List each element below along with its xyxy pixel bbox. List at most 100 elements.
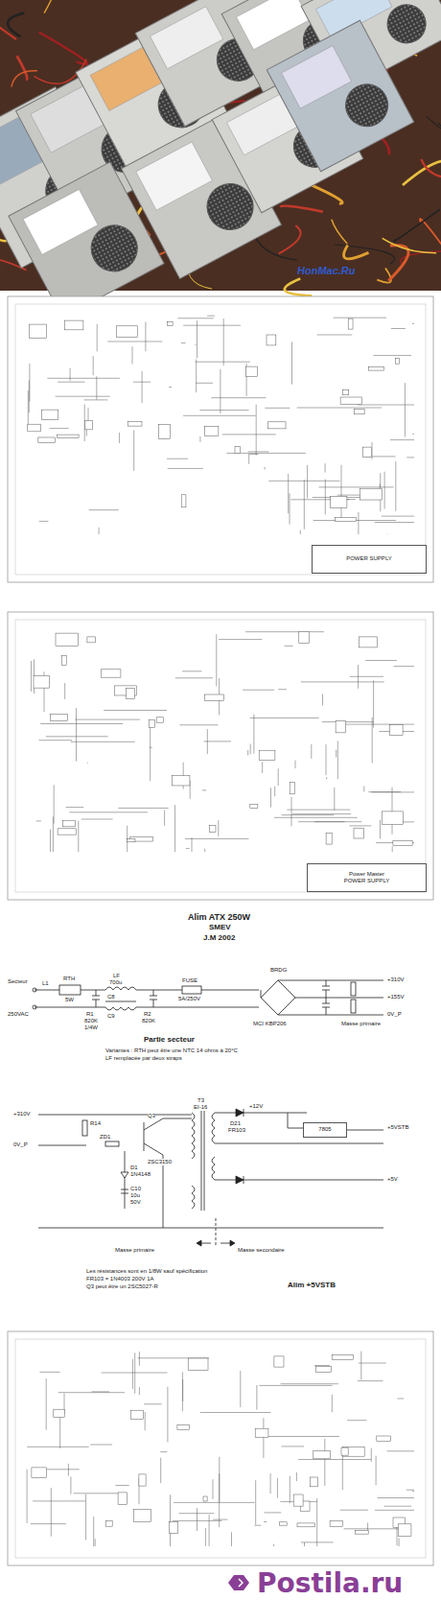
component-symbol bbox=[279, 1521, 287, 1525]
cable bbox=[44, 0, 54, 14]
psu-photo bbox=[0, 0, 441, 318]
component-symbol bbox=[65, 320, 84, 330]
schematic-label: ZD1 bbox=[99, 1133, 111, 1140]
schematic-wiring bbox=[31, 630, 416, 852]
component-symbol bbox=[353, 827, 365, 838]
component-symbol bbox=[289, 781, 295, 793]
component-symbol bbox=[57, 828, 77, 835]
schematic-label: Variantes : RTH peut être une NTC 14 ohm… bbox=[105, 1046, 238, 1054]
schematic-label: L1 bbox=[42, 979, 49, 987]
component-symbol bbox=[274, 1355, 284, 1367]
component-symbol bbox=[203, 1495, 208, 1501]
component-symbol bbox=[181, 494, 186, 508]
component-symbol bbox=[139, 1473, 146, 1486]
schematic-label: Masse primaire bbox=[341, 1020, 381, 1027]
psu-sticker bbox=[149, 6, 223, 70]
component-symbol bbox=[125, 688, 135, 699]
component-symbol bbox=[57, 434, 80, 438]
component-symbol bbox=[325, 832, 332, 844]
component-symbol bbox=[156, 717, 163, 722]
regulator-box: 7805 bbox=[302, 1121, 348, 1138]
schematic-label: D21 bbox=[230, 1119, 241, 1127]
schematic-border bbox=[15, 303, 426, 575]
schematic-label: 5W bbox=[65, 996, 74, 1003]
site-watermark: Postila.ru bbox=[256, 1568, 403, 1599]
component-symbol bbox=[168, 1521, 178, 1533]
schematic-label: +155V bbox=[387, 993, 405, 1000]
schematic-label: R14 bbox=[90, 1119, 101, 1127]
component-symbol bbox=[335, 517, 357, 522]
cable bbox=[382, 237, 437, 253]
cable bbox=[284, 278, 312, 297]
cable bbox=[11, 70, 38, 88]
schematic-label: Secteur bbox=[7, 977, 28, 985]
schematic-label: 10u bbox=[130, 1191, 140, 1199]
component-symbol bbox=[316, 1365, 332, 1371]
component-symbol bbox=[299, 630, 310, 643]
cable bbox=[420, 159, 441, 178]
component-symbol bbox=[62, 819, 75, 827]
component-symbol bbox=[27, 423, 42, 432]
cable bbox=[39, 32, 89, 65]
component-symbol bbox=[53, 1408, 65, 1417]
cable bbox=[419, 218, 441, 252]
schematic-label: Masse primaire bbox=[115, 1246, 155, 1254]
component-symbol bbox=[330, 496, 348, 509]
component-symbol bbox=[363, 446, 372, 457]
schematic-label: RTH bbox=[63, 974, 75, 982]
component-symbol bbox=[134, 1508, 152, 1522]
component-symbol bbox=[33, 674, 50, 688]
component-symbol bbox=[148, 719, 155, 727]
schematic-label: FR103 bbox=[228, 1126, 246, 1134]
cable bbox=[402, 161, 441, 186]
component-symbol bbox=[341, 1446, 349, 1455]
component-symbol bbox=[331, 1353, 354, 1359]
schematic-label: LF bbox=[113, 972, 120, 979]
schematic-label: 0V_P bbox=[13, 1140, 28, 1148]
component-symbol bbox=[127, 421, 142, 427]
schematic-label: +5V bbox=[387, 1175, 398, 1183]
schematic-label: Les résistances sont en 1/8W sauf spécif… bbox=[86, 1267, 208, 1275]
schematic-label: 700u bbox=[109, 978, 122, 986]
component-symbol bbox=[353, 408, 365, 414]
cable bbox=[7, 13, 24, 38]
heading-label: Alim ATX 250W bbox=[187, 912, 251, 923]
schematic-panels bbox=[7, 296, 434, 1565]
component-symbol bbox=[50, 714, 69, 721]
cable bbox=[17, 55, 28, 80]
component-symbol bbox=[234, 445, 240, 453]
component-symbol bbox=[41, 409, 58, 419]
component-symbol bbox=[297, 1522, 315, 1527]
schematic-label: 1/4W bbox=[84, 1023, 98, 1031]
component-symbol bbox=[390, 724, 404, 736]
schematic-frame bbox=[7, 296, 434, 582]
schematic-label: T3 bbox=[197, 1096, 205, 1104]
schematic-label: +12V bbox=[249, 1102, 263, 1110]
cable bbox=[255, 235, 298, 260]
cable bbox=[278, 225, 302, 254]
psu-sticker bbox=[281, 46, 352, 109]
schematic-label: C8 bbox=[107, 993, 116, 1000]
schematic-label: C10 bbox=[130, 1184, 141, 1192]
schematic-border bbox=[15, 619, 426, 892]
component-symbol bbox=[87, 636, 96, 643]
schematic-label: FR103 = 1N4003 200V 1A bbox=[86, 1275, 155, 1282]
heading-label: Alim +5VSTB bbox=[287, 1280, 336, 1290]
schematic-label: +5VSTB bbox=[387, 1123, 410, 1131]
mains-schematic bbox=[32, 979, 384, 1015]
component-symbol bbox=[105, 1520, 113, 1527]
component-symbol bbox=[250, 803, 258, 808]
cable bbox=[331, 219, 348, 244]
component-symbol bbox=[131, 1409, 144, 1419]
component-symbol bbox=[335, 720, 347, 733]
component-symbol bbox=[382, 811, 404, 825]
schematic-label: +310V bbox=[387, 975, 405, 983]
component-symbol bbox=[85, 420, 93, 430]
component-symbol bbox=[177, 1423, 190, 1429]
component-symbol bbox=[340, 396, 362, 404]
component-symbol bbox=[313, 1450, 331, 1459]
psu-box bbox=[266, 20, 414, 172]
component-symbol bbox=[397, 1523, 412, 1536]
schematic-label: 5A/250V bbox=[178, 995, 201, 1002]
